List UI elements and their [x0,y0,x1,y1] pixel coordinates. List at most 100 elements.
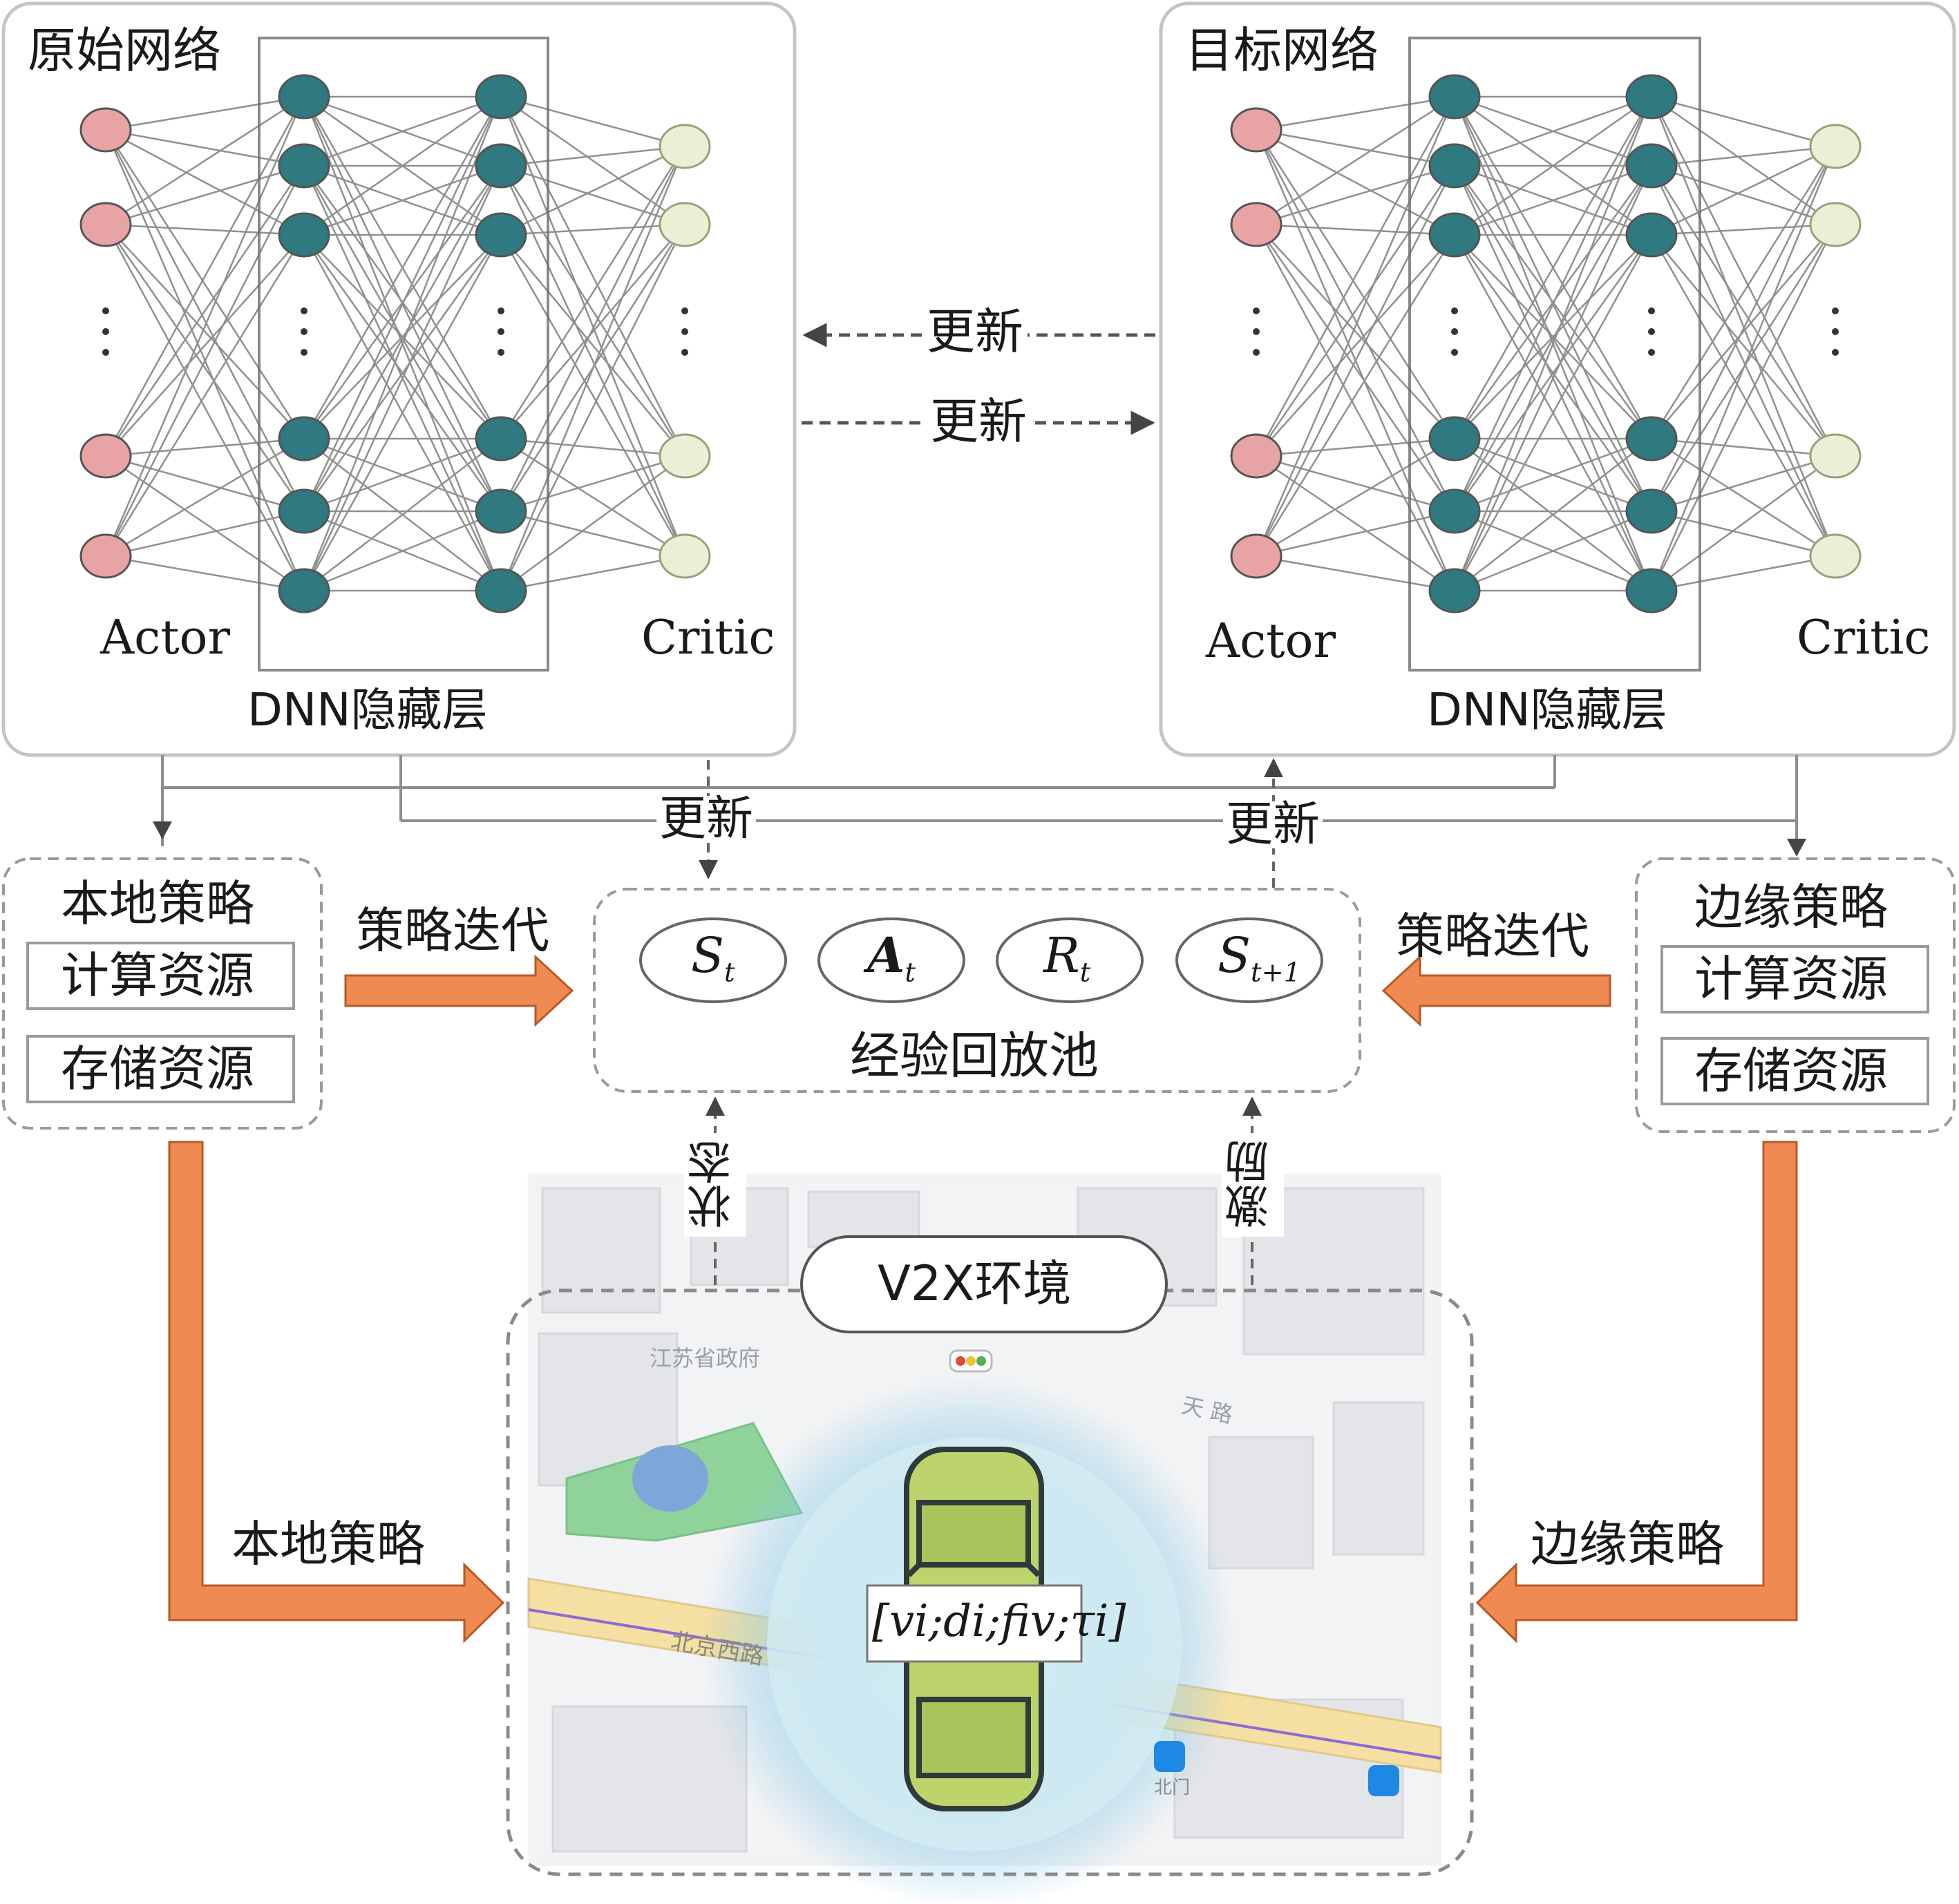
iteration-label-left: 策略迭代 [356,902,549,959]
target-ellipsis-dot [1451,307,1458,314]
target-input-node [1230,433,1283,479]
map-label-government: 江苏省政府 [650,1345,761,1371]
edge-compute-label: 计算资源 [1694,951,1888,1007]
arrow-to-local-policy [153,821,172,839]
original-hidden-node [278,488,330,534]
original-input-node [79,533,132,579]
target-network-title: 目标网络 [1185,22,1379,79]
replay-pool-label: 经验回放池 [850,1027,1099,1085]
original-hidden-node [475,488,527,534]
v2x-environment-pill [800,1235,1168,1333]
original-ellipsis-dot [301,307,307,314]
iteration-label-right: 策略迭代 [1396,908,1589,964]
original-hidden-node [278,212,330,258]
neural-net-original [79,74,711,613]
vehicle-state-box [866,1584,1083,1663]
original-ellipsis-dot [681,307,688,314]
hidden-layer-label-right: DNN隐藏层 [1427,683,1667,736]
original-hidden-node [475,212,527,258]
original-ellipsis-dot [498,349,504,356]
edge-policy-arrow-label: 边缘策略 [1531,1516,1724,1572]
original-input-node [79,107,132,153]
target-hidden-node [1428,568,1481,613]
original-hidden-node [475,416,527,461]
replay-pool-box [593,888,1361,1093]
original-ellipsis-dot [102,307,109,314]
local-compute-label: 计算资源 [61,947,254,1004]
hidden-layer-label-left: DNN隐藏层 [247,683,488,736]
target-input-node [1230,107,1283,153]
target-hidden-node [1428,143,1481,189]
target-ellipsis-dot [1451,349,1458,356]
original-ellipsis-dot [681,349,688,356]
target-ellipsis-dot [1832,307,1839,314]
original-hidden-node [278,74,330,120]
original-ellipsis-dot [102,328,109,335]
target-ellipsis-dot [1253,349,1260,356]
pool-item-2: Rt [1043,927,1091,989]
critic-label-left: Critic [641,611,775,665]
pool-ellipse-1 [817,917,965,1003]
target-input-node [1230,202,1283,247]
target-connections [1255,95,1837,592]
target-ellipsis-dot [1253,307,1260,314]
original-ellipsis-dot [498,307,504,314]
iteration-arrow-right [1381,954,1611,1027]
target-output-node [1809,124,1862,169]
original-hidden-node [475,568,527,613]
target-ellipsis-dot [1451,328,1458,335]
edge-policy-title: 边缘策略 [1694,879,1888,935]
original-ellipsis-dot [102,349,109,356]
pool-ellipse-3 [1175,917,1323,1003]
target-ellipsis-dot [1648,328,1655,335]
vehicle-state-label: [vi;di;fiv;τi] [872,1596,1126,1647]
actor-label-left: Actor [100,611,230,665]
network-connectors [161,755,1798,851]
edge-storage-box [1660,1037,1929,1105]
original-hidden-node [278,143,330,189]
map-label-north-gate: 北门 [1154,1778,1191,1798]
target-hidden-node [1625,416,1678,461]
update-label-top: 更新 [922,307,1028,356]
edge-compute-box [1660,945,1929,1013]
neural-net-target [1230,74,1862,613]
target-ellipsis-dot [1648,307,1655,314]
original-output-node [659,433,711,479]
pool-item-3: St+1 [1218,927,1301,989]
local-policy-title: 本地策略 [61,875,254,932]
subway-icon [1368,1765,1399,1796]
pool-ellipse-0 [639,917,787,1003]
hidden-layer-box-left [258,37,549,672]
target-hidden-node [1625,143,1678,189]
local-storage-label: 存储资源 [61,1040,254,1097]
target-ellipsis-dot [1832,328,1839,335]
original-hidden-node [278,568,330,613]
original-input-node [79,202,132,247]
environment-box [506,1288,1474,1876]
target-hidden-node [1625,212,1678,258]
local-policy-arrow [168,1141,505,1644]
original-ellipsis-dot [301,349,307,356]
state-label: 状态 [688,1140,739,1228]
original-output-node [659,533,711,579]
critic-label-right: Critic [1797,611,1931,665]
target-hidden-node [1625,568,1678,613]
target-hidden-node [1428,74,1481,120]
local-compute-box [26,942,295,1010]
target-hidden-node [1625,488,1678,534]
original-connections [104,95,686,592]
update-label-left: 更新 [656,796,757,843]
original-output-node [659,124,711,169]
pool-ellipse-2 [996,917,1144,1003]
arrow-to-edge-policy [1787,839,1806,857]
replay-pool-items [639,917,1323,1003]
local-storage-box [26,1035,295,1103]
original-ellipsis-dot [498,328,504,335]
original-ellipsis-dot [301,328,307,335]
local-policy-arrow-label: 本地策略 [231,1516,425,1572]
target-hidden-node [1428,212,1481,258]
original-ellipsis-dot [681,328,688,335]
original-network-title: 原始网络 [28,22,221,79]
